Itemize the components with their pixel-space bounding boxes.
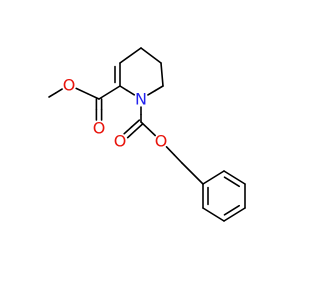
bond-carbamate-carbonyl-1-b <box>123 126 133 135</box>
bond-c3-c4 <box>119 47 142 64</box>
bond-c6-n-a <box>154 85 164 92</box>
bond-ph-1-2 <box>202 170 225 185</box>
bond-o-ch2-a <box>165 146 176 156</box>
bond-n-c2-a <box>126 89 135 96</box>
bond-o-ester-c-a <box>75 87 89 95</box>
bond-ester-c2 <box>98 85 121 100</box>
bond-c5-c6 <box>160 62 164 87</box>
bond-methyl-o-a <box>48 92 57 98</box>
bond-carbamate-carbonyl-1-a <box>130 119 141 128</box>
bond-ph-2-3-1 <box>223 170 246 185</box>
atom-o-carbonyl-ester: O <box>93 119 106 138</box>
atom-o-carbonyl-carbamate: O <box>114 132 127 151</box>
bond-carbamate-o-b <box>147 127 156 137</box>
bond-ph-4-5-1 <box>223 207 246 222</box>
bond-ch2-phenyl <box>181 162 204 185</box>
bond-n-c2-b <box>119 85 128 92</box>
bond-o-ch2-b <box>173 154 183 164</box>
bond-carbamate-carbonyl-2-b <box>126 129 136 139</box>
bond-carbamate-carbonyl-2-a <box>134 123 144 132</box>
atom-o-ether-benzyl: O <box>155 132 168 151</box>
bond-ph-5-6 <box>202 207 225 222</box>
bond-ph-4-5-2 <box>223 204 240 216</box>
bond-methyl-o-b <box>54 88 63 94</box>
bond-ph-2-3-2 <box>223 176 240 188</box>
atom-o-ether-methyl: O <box>63 76 76 95</box>
bond-c4-c5 <box>140 47 162 64</box>
bond-c6-n-b <box>147 89 157 96</box>
bond-carbamate-o-a <box>140 121 149 130</box>
bond-o-ester-c-b <box>86 92 100 100</box>
atom-n-ring: N <box>135 90 147 109</box>
